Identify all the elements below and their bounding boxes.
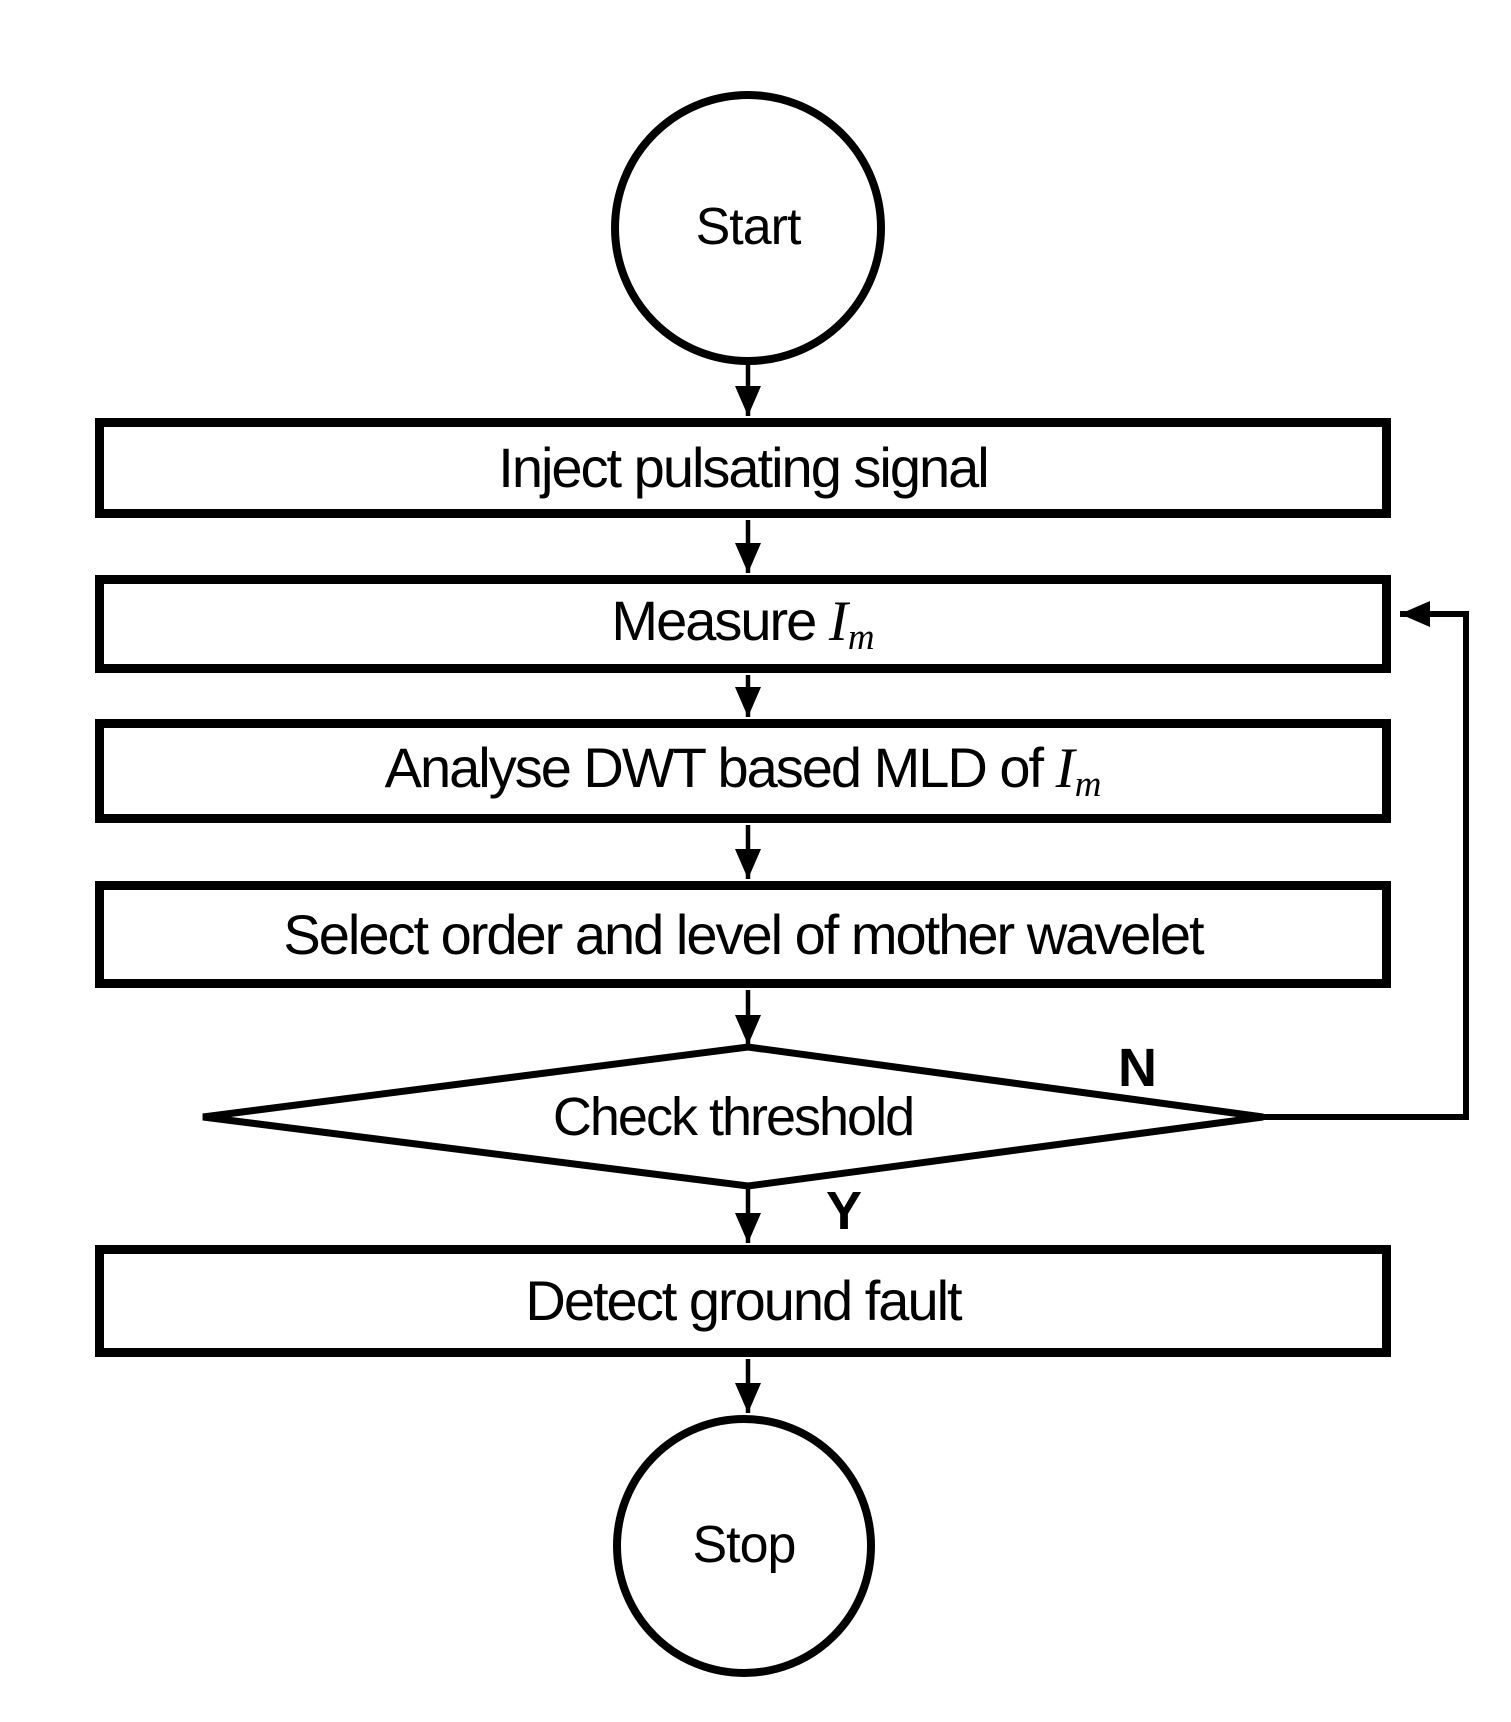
decision-diamond (202, 1043, 1264, 1190)
process-inject-signal: Inject pulsating signal (95, 418, 1391, 518)
measure-label-text: Measure (611, 589, 829, 653)
process-measure-im-label: Measure Im (611, 590, 874, 658)
stop-node: Stop (613, 1415, 875, 1677)
process-analyse-dwt-label: Analyse DWT based MLD of Im (385, 737, 1102, 805)
start-node: Start (611, 91, 885, 365)
decision-check-threshold-label: Check threshold (552, 1086, 915, 1147)
process-select-wavelet: Select order and level of mother wavelet (95, 881, 1391, 988)
start-label: Start (695, 198, 802, 257)
branch-label-y-text: Y (825, 1181, 863, 1241)
stop-label: Stop (692, 1516, 797, 1575)
feedback-loop-arrow (1263, 601, 1469, 1120)
process-measure-im: Measure Im (95, 575, 1391, 673)
analyse-label-text: Analyse DWT based MLD of (384, 736, 1056, 800)
measure-math-subscript: m (847, 616, 875, 658)
process-detect-ground-fault: Detect ground fault (95, 1245, 1391, 1357)
branch-label-n: N (1100, 1036, 1175, 1100)
process-analyse-dwt: Analyse DWT based MLD of Im (95, 719, 1391, 823)
analyse-math-subscript: m (1074, 763, 1102, 805)
branch-label-y: Y (808, 1180, 880, 1242)
analyse-math-variable: I (1055, 737, 1075, 801)
decision-check-threshold: Check threshold (203, 1047, 1263, 1186)
process-detect-ground-fault-label: Detect ground fault (525, 1269, 962, 1333)
branch-label-n-text: N (1118, 1038, 1157, 1098)
process-inject-signal-label: Inject pulsating signal (498, 436, 989, 500)
process-select-wavelet-label: Select order and level of mother wavelet (283, 902, 1204, 966)
measure-math-variable: I (828, 590, 848, 654)
